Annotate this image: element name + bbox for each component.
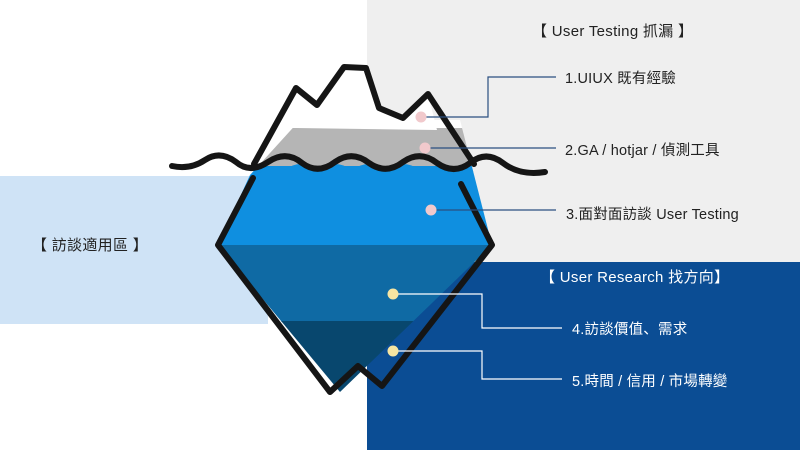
- label-analytics-tools: 2.GA / hotjar / 偵測工具: [565, 143, 720, 159]
- connector-line-5: [393, 350, 562, 380]
- marker-dot-5: [387, 345, 399, 357]
- marker-dot-4: [387, 288, 399, 300]
- iceberg-snow-cap: [296, 67, 437, 130]
- label-interview-value: 4.訪談價值、需求: [572, 322, 688, 338]
- user-testing-title: 【 User Testing 抓漏 】: [532, 23, 694, 40]
- iceberg-deep-layer: [218, 321, 492, 392]
- label-face-to-face-testing: 3.面對面訪談 User Testing: [566, 207, 739, 223]
- user-research-title: 【 User Research 找方向】: [540, 269, 730, 286]
- iceberg-layers: [218, 120, 492, 392]
- marker-dot-1: [415, 111, 427, 123]
- iceberg-bottom-outline: [215, 175, 495, 395]
- connector-line-1: [421, 76, 556, 118]
- interview-area-title: 【 訪談適用區 】: [32, 237, 149, 254]
- iceberg-top-outline: [251, 64, 477, 167]
- water-surface-fill: [255, 164, 454, 186]
- connector-line-4: [393, 293, 562, 329]
- connector-lines: [393, 76, 562, 380]
- label-uiux-experience: 1.UIUX 既有經驗: [565, 71, 676, 87]
- water-wave-line: [169, 152, 548, 176]
- label-market-change: 5.時間 / 信用 / 市場轉變: [572, 374, 728, 390]
- marker-dot-2: [419, 142, 431, 154]
- marker-dot-3: [425, 204, 437, 216]
